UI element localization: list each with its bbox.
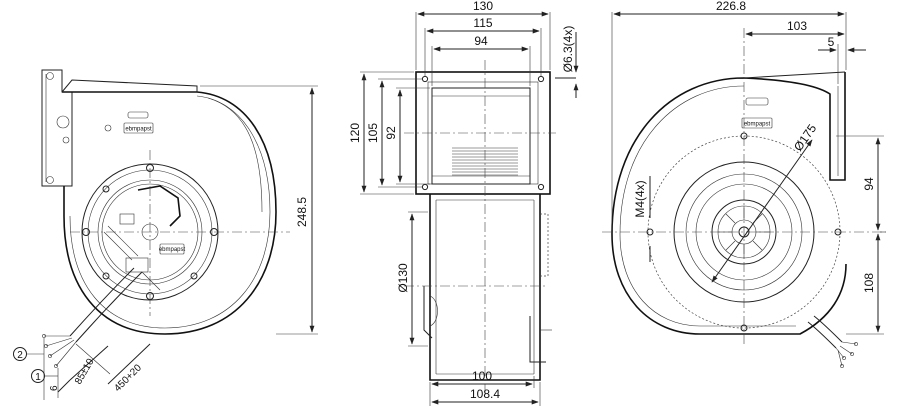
front-view: ebmpapst ebmpapst [41, 69, 290, 368]
label-thread: M4(4x) [633, 180, 647, 217]
label-lower-height: 108 [862, 273, 876, 293]
rear-view-brand: ebmpapst [744, 122, 771, 128]
label-flange-height: 120 [348, 123, 362, 143]
front-brand-label: ebmpapst [125, 127, 152, 133]
marker-1: 1 [35, 372, 41, 383]
label-bottom-inner-width: 100 [472, 369, 492, 383]
side-view [404, 60, 556, 394]
label-rotor-diameter: Ø175 [791, 121, 819, 153]
dim-leads: 6 85±10 450+20 2 1 [13, 271, 161, 400]
label-side-width: 130 [473, 0, 493, 13]
label-hole-diameter: Ø6.3(4x) [561, 26, 575, 73]
label-axis-to-outlet: 103 [787, 19, 807, 33]
label-lead-1: 6 [49, 385, 60, 391]
label-lead-3: 450+20 [112, 362, 144, 394]
label-front-height: 248.5 [295, 197, 309, 227]
label-lead-2: 85±10 [73, 357, 97, 387]
dim-side: 130 115 94 Ø6.3(4x) 120 105 92 Ø130 100 [348, 0, 579, 406]
label-flange-inner-height: 105 [366, 123, 380, 143]
marker-2: 2 [17, 350, 23, 361]
label-housing-diameter: Ø130 [396, 263, 410, 293]
label-bottom-width: 108.4 [470, 387, 500, 401]
label-side-hole-span: 94 [474, 34, 488, 48]
rear-brand-label: ebmpapst [159, 247, 186, 253]
label-outlet-offset: 5 [828, 35, 835, 49]
label-side-inner-width: 115 [473, 16, 492, 30]
label-total-width: 226.8 [716, 0, 746, 13]
dim-front-height: 248.5 [200, 85, 318, 335]
label-upper-height: 94 [862, 177, 876, 191]
label-flange-hole-span: 92 [384, 126, 398, 140]
